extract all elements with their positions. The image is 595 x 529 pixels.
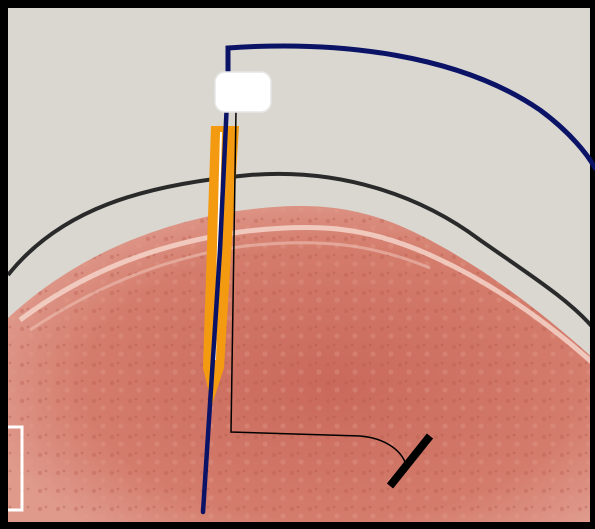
white-cap-icon	[215, 72, 271, 112]
